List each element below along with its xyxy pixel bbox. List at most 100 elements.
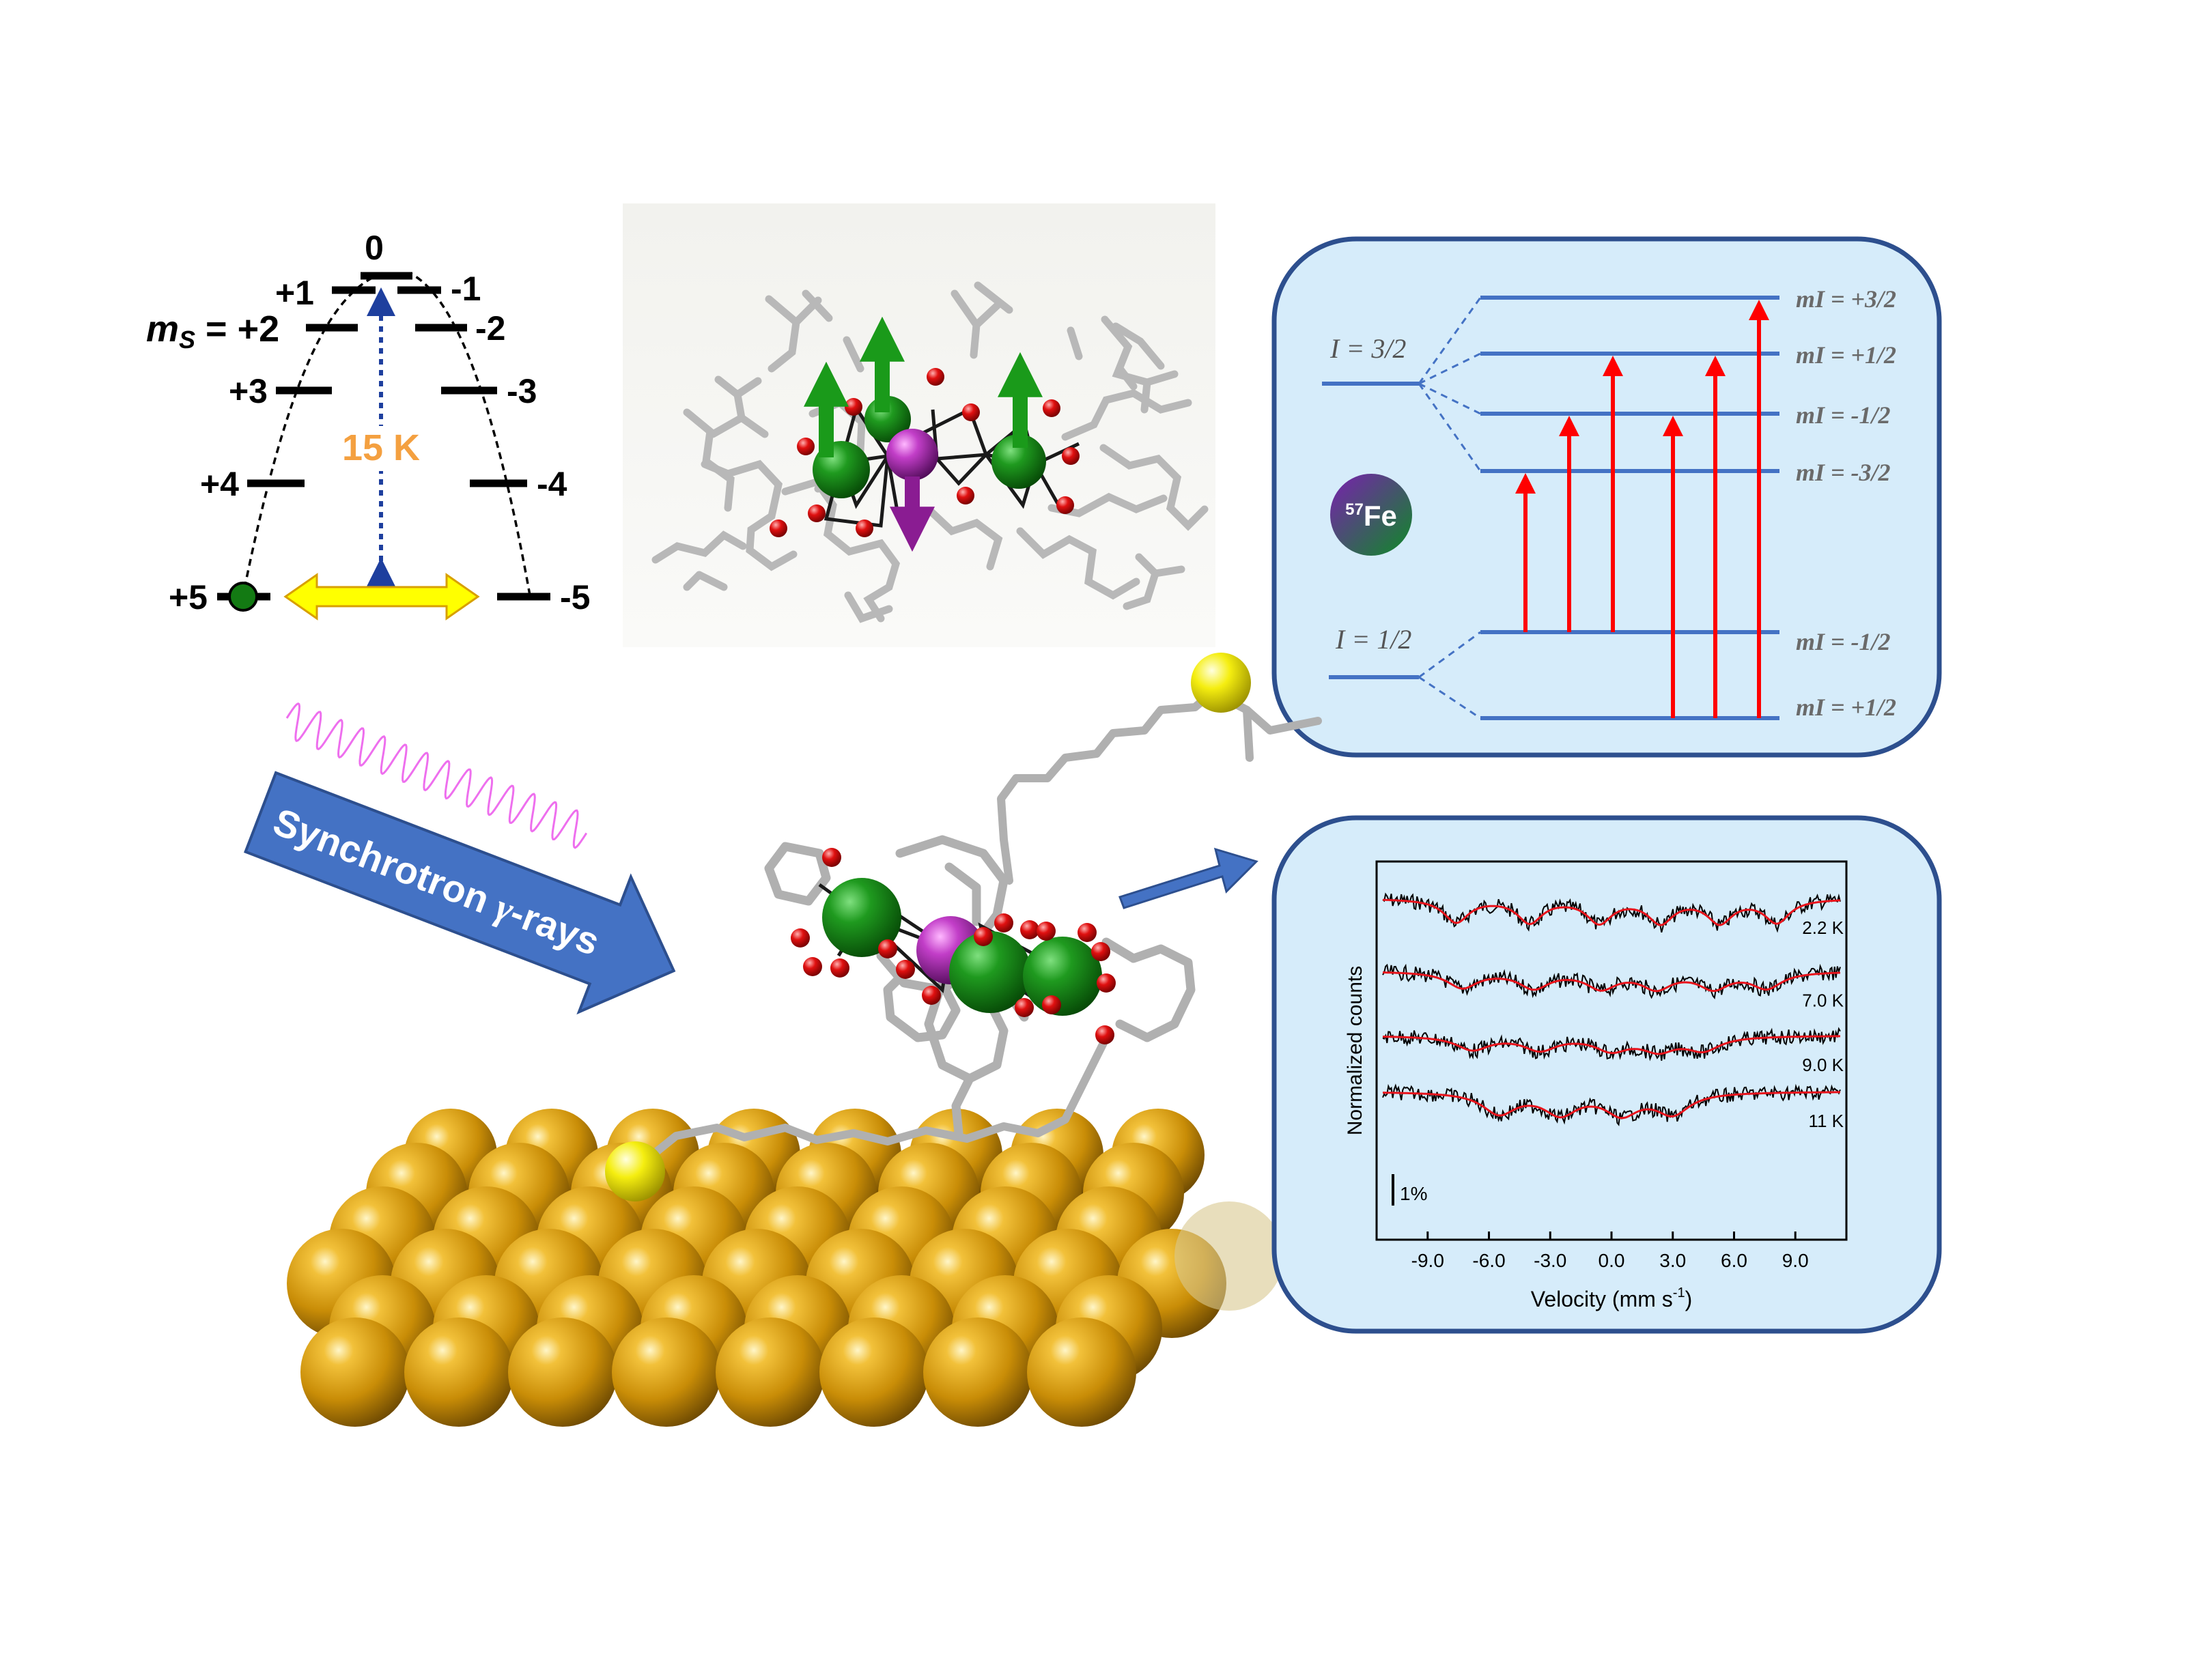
fe57-isotope-badge xyxy=(1330,474,1412,556)
gamma-wave xyxy=(285,702,588,849)
x-axis-label: Velocity (mm s-1) xyxy=(1531,1285,1692,1311)
barrier-curve-left xyxy=(243,272,383,589)
fe-atom xyxy=(822,878,901,957)
spectrum-fit-trace xyxy=(1383,1091,1840,1120)
gold-atom xyxy=(612,1318,721,1427)
oxygen-atom xyxy=(856,519,873,537)
oxygen-atoms xyxy=(770,368,1080,537)
sublevel-label: mI = -1/2 xyxy=(1796,628,1891,655)
tunneling-double-arrow xyxy=(283,573,480,621)
gold-atom xyxy=(819,1318,929,1427)
pointer-arrow xyxy=(1118,847,1258,909)
oxygen-atom xyxy=(1091,942,1110,961)
x-tick-label: -9.0 xyxy=(1411,1250,1444,1271)
adsorbed-molecule xyxy=(605,653,1322,1201)
level-minus3-label: -3 xyxy=(507,372,537,410)
oxygen-atom xyxy=(808,504,826,522)
oxygen-atom xyxy=(1078,923,1097,942)
fe57-isotope-label: 57Fe xyxy=(1345,500,1397,532)
level-minus1-label: -1 xyxy=(451,270,481,308)
gold-atom xyxy=(923,1318,1032,1427)
synchrotron-beam: Synchrotron γ-rays xyxy=(243,702,676,1015)
excited-state-label: I = 3/2 xyxy=(1329,333,1406,364)
ligand-rings xyxy=(764,835,1196,1138)
spectrum-fit-trace xyxy=(1383,898,1841,926)
fe-atom xyxy=(1023,937,1102,1016)
dy-atom xyxy=(886,429,938,481)
splitting-dash xyxy=(1418,631,1481,720)
oxygen-atom xyxy=(1037,922,1056,941)
transition-arrows xyxy=(1515,300,1769,718)
oxygen-atom xyxy=(845,398,862,416)
gold-atom xyxy=(1174,1201,1284,1311)
level-zero-label: 0 xyxy=(365,229,384,267)
oxygen-atom xyxy=(878,939,897,958)
fe-atom xyxy=(949,931,1031,1013)
barrier-label-bg xyxy=(330,426,433,471)
series-temperature-label: 11 K xyxy=(1808,1111,1844,1131)
gold-atom xyxy=(1027,1318,1136,1427)
scale-bar-label: 1% xyxy=(1400,1183,1427,1204)
oxygen-atom xyxy=(927,368,944,386)
ms-label: mS = +2 xyxy=(146,309,279,354)
oxygen-atom xyxy=(1042,995,1061,1014)
spin-arrows xyxy=(804,316,1043,552)
oxygen-atom xyxy=(974,927,993,946)
barrier-curve-right xyxy=(409,272,531,596)
sublevel-label: mI = +1/2 xyxy=(1796,341,1896,369)
oxygen-atom xyxy=(962,403,980,421)
splitting-dash xyxy=(1418,297,1482,472)
oxygen-atom xyxy=(803,957,822,976)
gold-atom xyxy=(716,1318,825,1427)
series-temperature-label: 2.2 K xyxy=(1802,917,1844,938)
level-minus4-label: -4 xyxy=(537,465,567,503)
energy-level-diagram: 0 +1 -1 mS = +2 -2 +3 -3 +4 -4 +5 -5 15 … xyxy=(146,229,590,621)
oxygen-atom xyxy=(1062,447,1080,465)
gold-atom xyxy=(404,1318,513,1427)
ligand-sticks xyxy=(651,281,1209,623)
oxygen-atom xyxy=(994,913,1013,932)
oxygen-atom xyxy=(797,438,815,455)
sublevel-label: mI = +1/2 xyxy=(1796,694,1896,721)
oxygen-atom xyxy=(1020,920,1039,939)
oxygen-atom xyxy=(922,986,941,1005)
oxygen-atom xyxy=(896,960,915,979)
spectra-panel-frame xyxy=(1271,815,1942,1334)
level-plus5-label: +5 xyxy=(169,578,208,616)
x-tick-label: 6.0 xyxy=(1721,1250,1747,1271)
sublevel-label: mI = -1/2 xyxy=(1796,401,1891,429)
sulfur-atom xyxy=(605,1141,665,1201)
ground-state-label: I = 1/2 xyxy=(1335,624,1411,655)
spectrum-fit-trace xyxy=(1382,1035,1840,1055)
oxygen-atom xyxy=(822,848,841,867)
oxygen-atom xyxy=(830,958,849,978)
x-tick-label: 3.0 xyxy=(1659,1250,1686,1271)
gold-atom xyxy=(508,1318,617,1427)
level-minus2-label: -2 xyxy=(475,309,505,347)
gold-surface xyxy=(287,1109,1284,1427)
sublevel-label: mI = -3/2 xyxy=(1796,459,1891,486)
barrier-label: 15 K xyxy=(342,427,420,468)
level-minus5-label: -5 xyxy=(560,578,590,616)
gold-atom xyxy=(300,1318,410,1427)
molecule-inset xyxy=(623,203,1215,647)
series-temperature-label: 9.0 K xyxy=(1802,1055,1844,1075)
level-plus4-label: +4 xyxy=(200,465,239,503)
series-temperature-label: 7.0 K xyxy=(1802,991,1844,1011)
x-tick-label: 0.0 xyxy=(1599,1250,1625,1271)
oxygen-atom xyxy=(1043,399,1060,417)
sublevel-label: mI = +3/2 xyxy=(1796,285,1896,313)
oxygen-atom xyxy=(770,519,787,537)
synchrotron-arrow xyxy=(243,771,676,1015)
occupied-state-dot xyxy=(228,582,258,612)
level-plus1-label: +1 xyxy=(275,274,314,312)
oxygen-atom xyxy=(791,928,810,948)
x-tick-label: -6.0 xyxy=(1472,1250,1505,1271)
oxygen-atom xyxy=(1097,973,1116,993)
spectrum-fit-trace xyxy=(1382,971,1840,993)
oxygen-atom xyxy=(1095,1025,1114,1044)
